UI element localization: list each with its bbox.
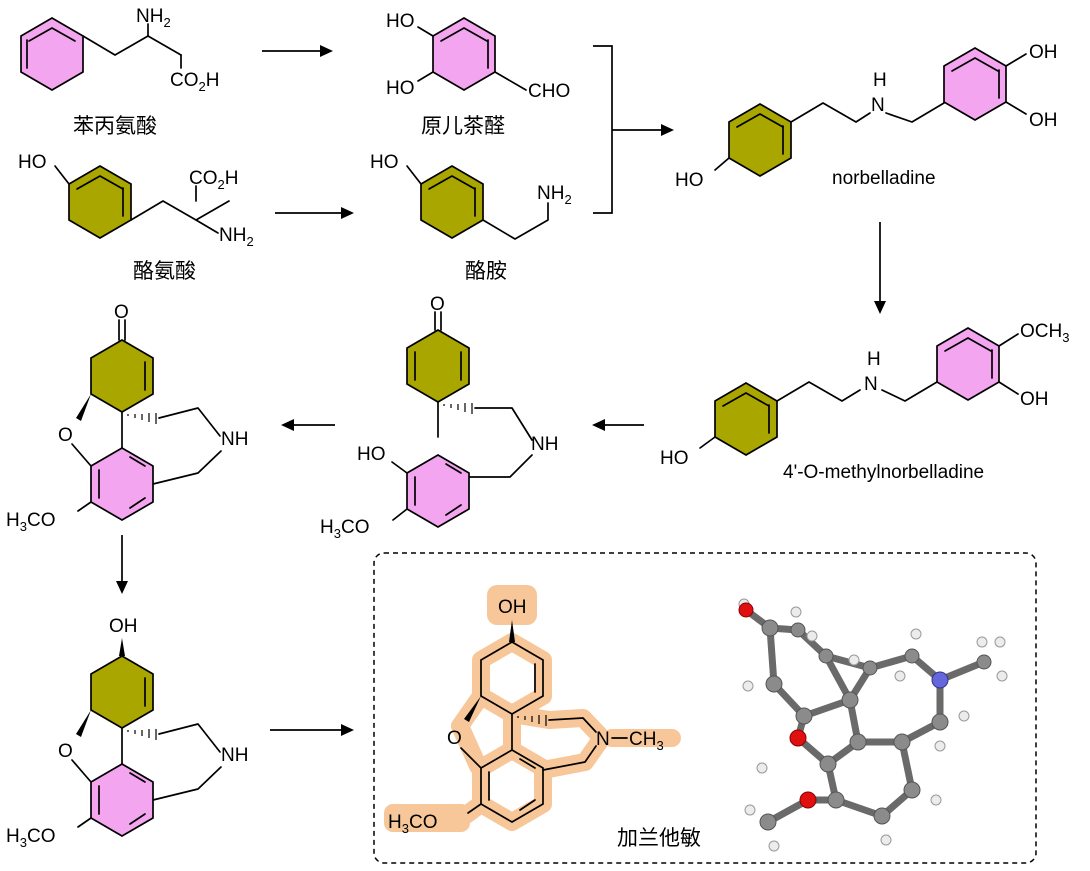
galanthamine-h3co: H3CO (388, 812, 437, 836)
norgalanthamine-oh: OH (109, 616, 138, 637)
galanthamine-box (373, 552, 1037, 864)
arrow-oxidative-coupling (281, 419, 335, 431)
methylnorbelladine-och3: OCH3 (1020, 321, 1069, 345)
dienone-closed-structure: O O NH H3CO (6, 302, 248, 534)
galanthamine-3d-heavy-atoms (738, 602, 992, 831)
methylnorbelladine-h: H (867, 349, 881, 370)
protocatechualdehyde-structure: HO HO CHO (386, 11, 570, 102)
methylnorbelladine-name: 4'-O-methylnorbelladine (783, 462, 984, 483)
galanthamine-3d-hydrogens (738, 598, 1008, 852)
norbelladine-ho: HO (675, 170, 704, 191)
norgalanthamine-pink-ring (90, 763, 154, 837)
norgalanthamine-h3co: H3CO (6, 826, 55, 850)
tyrosine-nh2: NH2 (219, 225, 254, 249)
dienone-open-olive-ring (406, 329, 470, 403)
norbelladine-n: N (871, 95, 885, 116)
galanthamine-ch3: CH3 (629, 729, 664, 753)
methylnorbelladine-oh: OH (1020, 389, 1049, 410)
methylnorbelladine-ho: HO (660, 448, 689, 469)
aldehyde-cho: CHO (528, 81, 570, 102)
dienone-open-pink-ring (406, 454, 470, 528)
tyrosine-structure: HO CO2H NH2 (18, 152, 254, 249)
arrow-reduction (116, 535, 128, 594)
galanthamine-3d-bonds (742, 606, 988, 826)
dienone-closed-pink-ring (90, 447, 154, 521)
dienone-open-structure: O NH HO H3CO (320, 294, 558, 541)
dienone-open-hash-bond (443, 403, 473, 414)
tyramine-structure: HO NH2 (370, 152, 572, 240)
galanthamine-ring-o: O (447, 728, 462, 749)
dienone-open-nh: NH (531, 434, 558, 455)
galanthamine-oh: OH (498, 597, 527, 618)
tyramine-name: 酪胺 (465, 259, 507, 283)
norgalanthamine-nh: NH (221, 745, 248, 766)
arrow-n-methylation (270, 724, 354, 736)
aldehyde-name: 原儿茶醛 (421, 114, 505, 138)
arrow-phe-to-aldehyde (262, 45, 333, 57)
arrow-tyr-to-tyramine (275, 207, 354, 219)
galanthamine-ring-a (480, 749, 544, 823)
norbelladine-structure: HO H N OH OH (675, 42, 1058, 191)
dienone-open-carbonyl-o: O (430, 294, 445, 315)
galanthamine-hash-bond (517, 715, 547, 726)
galanthamine-2d-structure: OH O N CH3 H3CO (384, 585, 681, 836)
arrow-methyl-to-dienone (592, 419, 644, 431)
dienone-open-h3co: H3CO (320, 517, 369, 541)
methylnorbelladine-n: N (864, 374, 878, 395)
galanthamine-n: N (596, 729, 610, 750)
tyramine-ho: HO (370, 152, 399, 173)
phenylalanine-co2h: CO2H (170, 70, 219, 94)
norbelladine-h: H (873, 70, 887, 91)
tyrosine-ho: HO (18, 152, 47, 173)
galanthamine-highlight (384, 585, 681, 832)
norgalanthamine-hash-bond (127, 729, 157, 740)
aldehyde-ho-1: HO (386, 11, 415, 32)
phenylalanine-name: 苯丙氨酸 (73, 114, 157, 138)
galanthamine-name: 加兰他敏 (617, 826, 701, 850)
dienone-closed-nh: NH (221, 429, 248, 450)
arrow-norbelladine-to-methyl (874, 222, 886, 314)
norgalanthamine-ring-o: O (58, 741, 73, 762)
dienone-closed-ring-o: O (58, 425, 73, 446)
aldehyde-ho-2: HO (386, 78, 415, 99)
galanthamine-3d-model (738, 598, 1008, 852)
tyramine-nh2: NH2 (537, 183, 572, 207)
dienone-closed-carbonyl-o: O (114, 302, 129, 323)
condensation-bracket-arrow (593, 45, 674, 214)
tyrosine-name: 酪氨酸 (133, 259, 196, 283)
norgalanthamine-olive-ring (90, 655, 154, 729)
dienone-closed-hash-bond (127, 413, 157, 424)
methylnorbelladine-structure: HO H N OCH3 OH (660, 321, 1069, 469)
norbelladine-name: norbelladine (832, 168, 936, 189)
norbelladine-oh-1: OH (1029, 42, 1058, 63)
norbelladine-oh-2: OH (1029, 110, 1058, 131)
norgalanthamine-structure: OH O NH H3CO (6, 616, 248, 850)
dienone-closed-h3co: H3CO (6, 510, 55, 534)
dienone-closed-olive-ring (90, 339, 154, 413)
phenylalanine-nh2: NH2 (136, 6, 171, 30)
tyrosine-co2h: CO2H (189, 168, 238, 192)
dienone-open-ho: HO (357, 444, 386, 465)
phenylalanine-structure: NH2 CO2H (20, 6, 219, 94)
